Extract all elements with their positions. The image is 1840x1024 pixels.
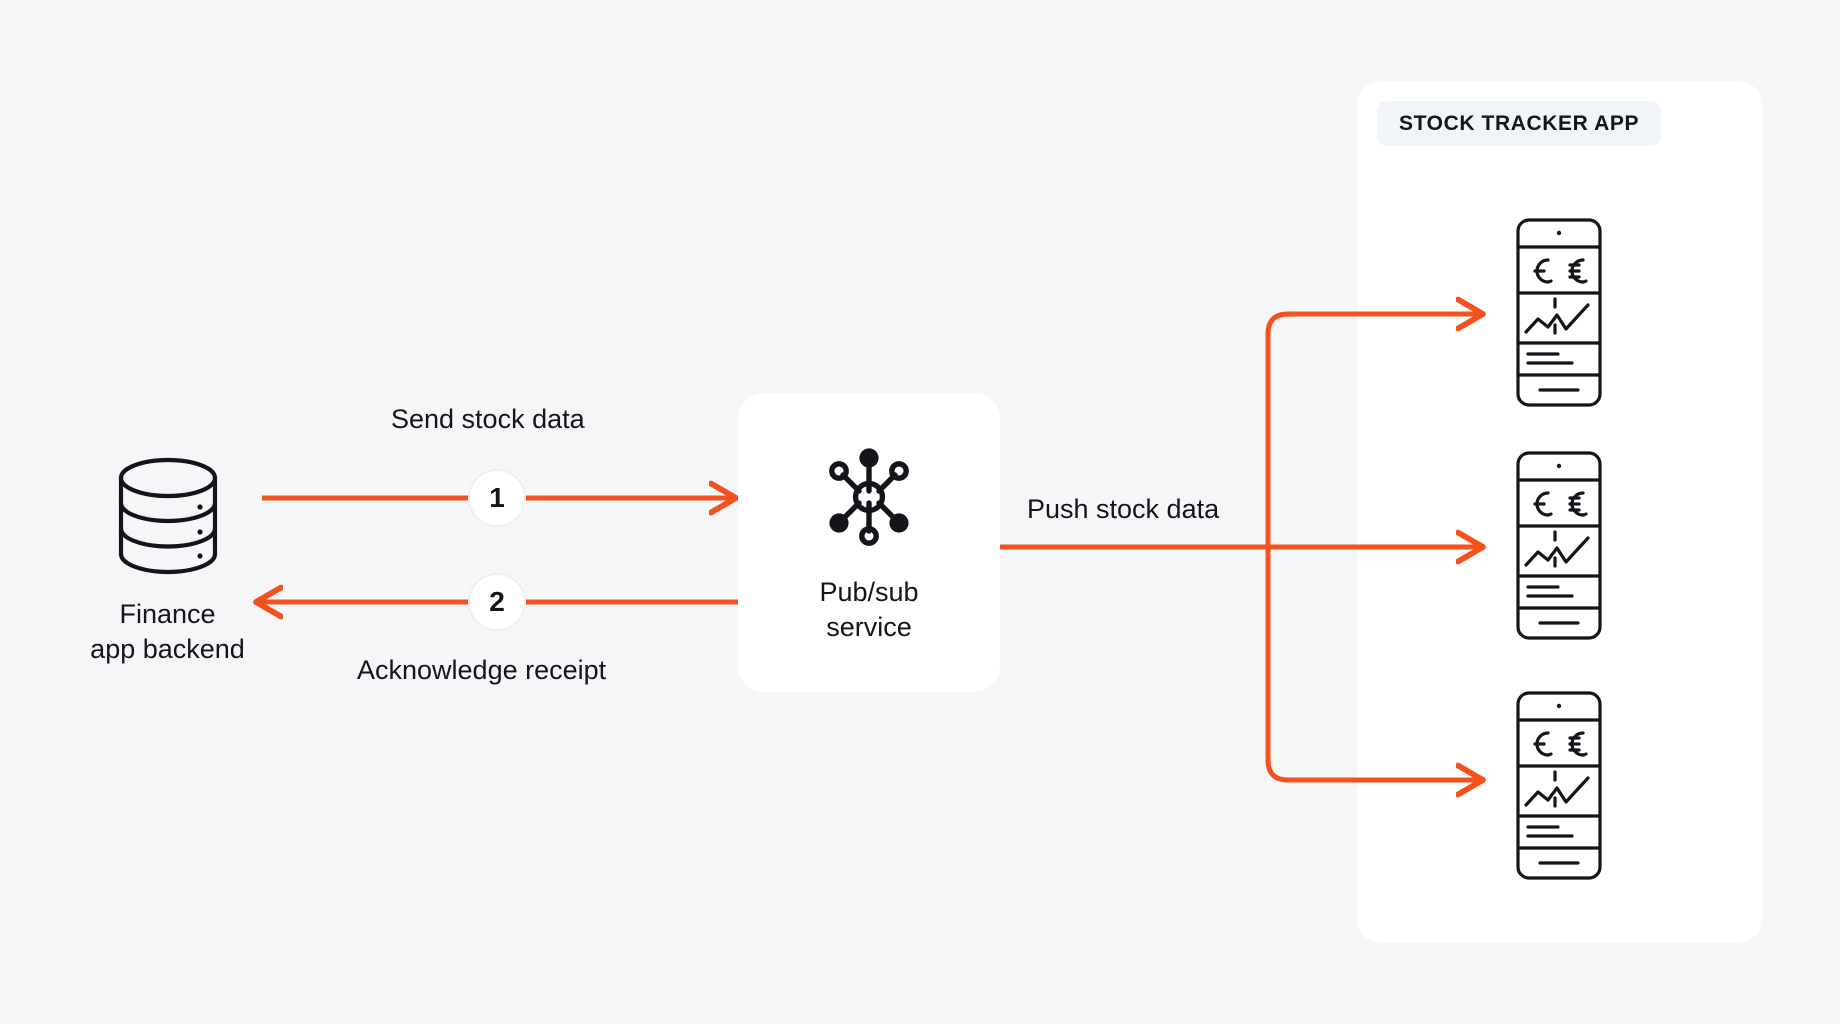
pubsub-hub-network-icon — [829, 448, 909, 546]
stock-tracker-phone-1 — [1510, 215, 1608, 410]
stock-tracker-badge: STOCK TRACKER APP — [1377, 101, 1662, 146]
stock-tracker-phone-2 — [1510, 448, 1608, 643]
flow-label-push-stock-data: Push stock data — [1027, 494, 1220, 524]
finance-app-backend-node: Finance app backend — [60, 455, 275, 666]
step-badge-1: 1 — [468, 469, 526, 527]
step-badge-2: 2 — [468, 573, 526, 631]
mobile-phone-stock-chart-icon — [1516, 218, 1602, 407]
flow-label-acknowledge-receipt: Acknowledge receipt — [357, 655, 607, 685]
stock-tracker-phone-3 — [1510, 688, 1608, 883]
finance-app-backend-label: Finance app backend — [90, 599, 245, 664]
pubsub-service-label: Pub/sub service — [819, 576, 919, 642]
mobile-phone-stock-chart-icon — [1516, 451, 1602, 640]
flow-label-send-stock-data: Send stock data — [391, 404, 585, 434]
pubsub-service-card: Pub/sub service — [738, 393, 1000, 692]
database-cylinder-icon — [118, 457, 217, 575]
mobile-phone-stock-chart-icon — [1516, 691, 1602, 880]
